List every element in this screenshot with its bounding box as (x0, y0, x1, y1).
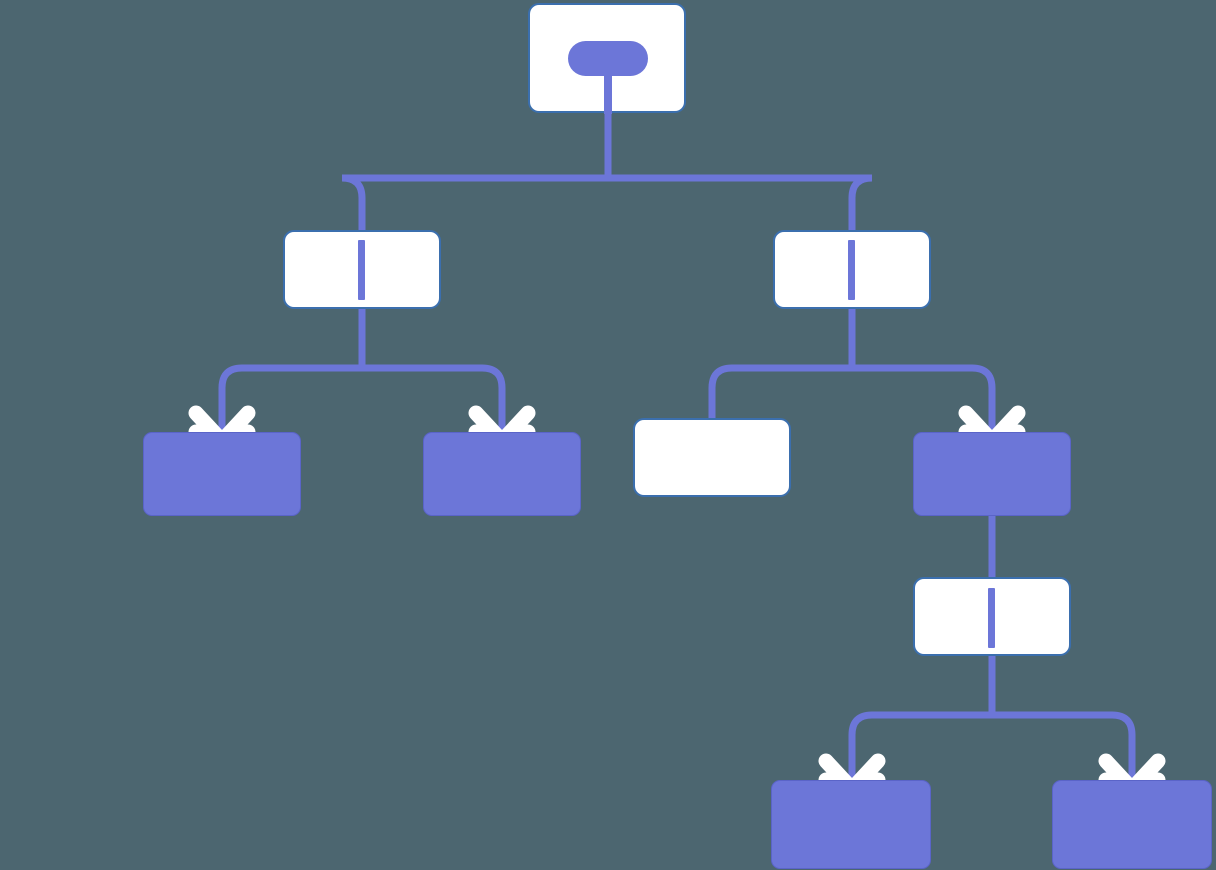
node-level4-right[interactable] (1052, 780, 1212, 869)
node-level2-c[interactable] (633, 418, 791, 497)
node-level4-left[interactable] (771, 780, 931, 869)
edge-left-to-child-a (218, 364, 362, 440)
through-line-level3 (988, 588, 995, 648)
node-level2-a[interactable] (143, 432, 301, 516)
edge-left-to-child-b (362, 364, 506, 440)
edge-root-to-right-child (608, 174, 873, 232)
edge-right-to-child-b (852, 364, 996, 440)
edge-n7-to-child-b (992, 711, 1136, 788)
root-pill-badge (568, 41, 648, 76)
edge-n7-to-child-a (848, 711, 992, 788)
through-line-level1-right (848, 240, 855, 300)
through-line-level1-left (358, 240, 365, 300)
edge-right-to-child-a (708, 364, 852, 424)
root-pill-stem (604, 72, 612, 114)
node-level2-d[interactable] (913, 432, 1071, 516)
edge-root-to-left-child (341, 174, 608, 232)
node-level2-b[interactable] (423, 432, 581, 516)
